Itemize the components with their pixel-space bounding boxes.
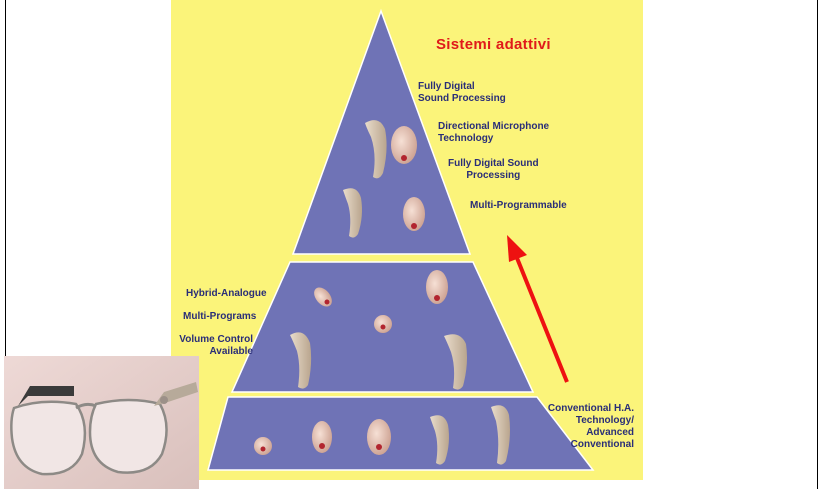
hearing-aid-icon [491, 405, 510, 464]
in-ear-aid-icon [391, 126, 417, 164]
label-fully-digital-sound-processing: Fully Digital Sound Processing [418, 81, 506, 105]
hearing-aid-icon [343, 188, 362, 237]
in-ear-aid-icon [367, 419, 391, 455]
hearing-aid-icon [430, 415, 449, 464]
label-conventional: Conventional H.A. Technology/ Advanced C… [530, 403, 634, 451]
in-ear-aid-icon [254, 437, 272, 455]
eyeglasses-photo [4, 356, 199, 489]
in-ear-aid-icon [426, 270, 448, 304]
in-ear-aid-icon [311, 284, 336, 310]
in-ear-aid-icon [403, 197, 425, 231]
hearing-aid-icon [365, 120, 387, 178]
label-fully-digital-sound-processing-2: Fully Digital Sound Processing [448, 158, 539, 182]
hearing-aid-icon [290, 332, 311, 388]
in-ear-aid-icon [374, 315, 392, 333]
hearing-aid-icon [444, 334, 467, 389]
label-directional-microphone: Directional Microphone Technology [438, 121, 549, 145]
label-hybrid-analogue: Hybrid-Analogue [186, 288, 267, 300]
label-volume-control: Volume Control Available [175, 334, 253, 358]
page-title: Sistemi adattivi [436, 36, 551, 53]
label-multi-programs: Multi-Programs [183, 311, 256, 323]
in-ear-aid-icon [312, 421, 332, 453]
label-multi-programmable: Multi-Programmable [470, 200, 567, 212]
